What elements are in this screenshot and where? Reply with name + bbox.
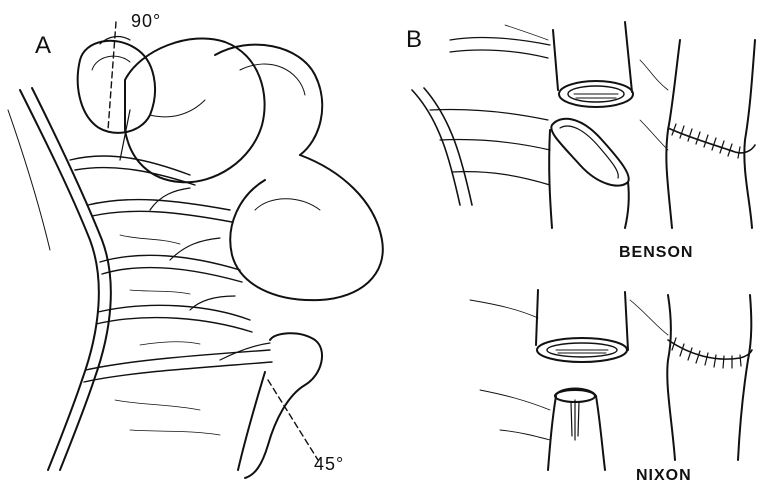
angle-45-label: 45° [314, 454, 344, 475]
panel-a-drawing [8, 22, 383, 478]
benson-technique-label: BENSON [619, 244, 693, 262]
panel-b-benson-drawing [412, 22, 755, 228]
panel-b-nixon-drawing [470, 290, 752, 470]
panel-a-label: A [35, 32, 51, 60]
angle-90-label: 90° [131, 11, 161, 32]
panel-b-label: B [406, 26, 422, 54]
nixon-technique-label: NIXON [636, 467, 692, 485]
